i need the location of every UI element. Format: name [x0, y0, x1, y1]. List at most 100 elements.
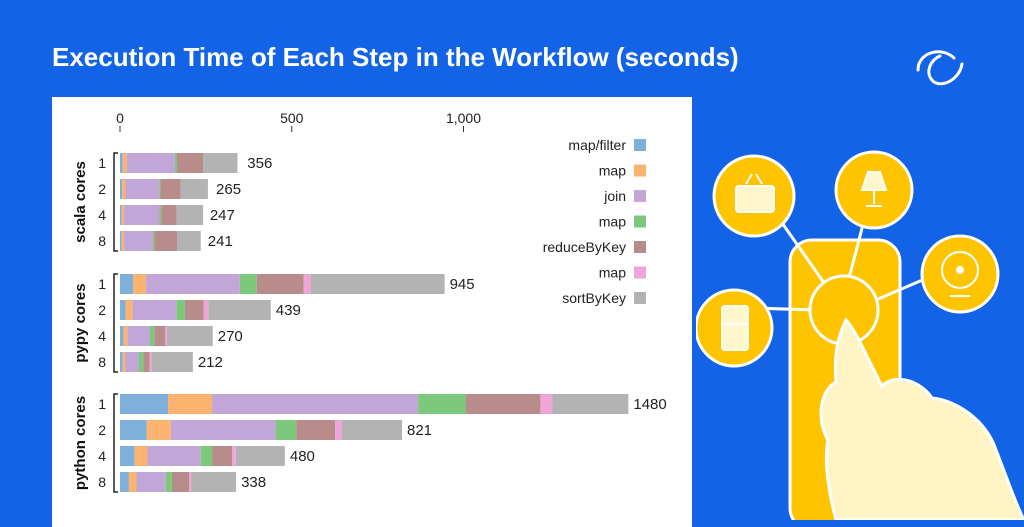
legend-label-6: sortByKey	[562, 290, 626, 306]
group-bracket-0	[113, 152, 118, 252]
bar-2-2-2	[147, 446, 201, 466]
bar-0-3-6	[177, 231, 201, 251]
bar-1-2-6	[167, 326, 213, 346]
bar-2-2-5	[231, 446, 236, 466]
bar-0-3-2	[124, 231, 153, 251]
total-label-2-3: 338	[241, 474, 266, 491]
bar-2-3-1	[128, 472, 137, 492]
bar-1-1-4	[184, 300, 204, 320]
bar-1-1-6	[208, 300, 271, 320]
bar-2-2-0	[120, 446, 135, 466]
bar-1-0-2	[146, 274, 240, 294]
row-label-2-0: 1	[98, 396, 106, 412]
bar-0-3-3	[152, 231, 155, 251]
bar-2-0-3	[418, 394, 466, 414]
bar-2-1-0	[120, 420, 147, 440]
bar-2-0-4	[465, 394, 541, 414]
bar-1-0-5	[303, 274, 311, 294]
total-label-1-1: 439	[276, 302, 301, 319]
row-label-0-3: 8	[98, 233, 106, 249]
total-label-0-3: 241	[208, 233, 233, 250]
bar-2-2-3	[200, 446, 213, 466]
bar-0-2-3	[159, 205, 162, 225]
row-label-2-3: 8	[98, 474, 106, 490]
group-label-1: pypy cores	[72, 283, 89, 362]
bar-2-3-6	[191, 472, 237, 492]
row-label-0-2: 4	[98, 207, 106, 223]
legend-swatch-4	[634, 241, 646, 253]
row-label-0-0: 1	[98, 155, 106, 171]
bar-2-0-0	[120, 394, 169, 414]
bar-1-2-0	[120, 326, 124, 346]
bar-1-0-3	[239, 274, 257, 294]
row-label-1-0: 1	[98, 276, 106, 292]
x-tick-label-2: 1,000	[446, 110, 481, 126]
bar-0-1-3	[159, 179, 161, 199]
bar-2-1-6	[341, 420, 403, 440]
total-label-2-2: 480	[290, 448, 315, 465]
bar-1-0-1	[133, 274, 147, 294]
row-label-1-2: 4	[98, 328, 106, 344]
bar-1-2-2	[127, 326, 150, 346]
legend-swatch-5	[634, 266, 646, 279]
legend-label-3: map	[599, 214, 626, 230]
bar-0-2-6	[176, 205, 204, 225]
total-label-2-0: 1480	[633, 396, 666, 413]
legend-label-5: map	[599, 265, 626, 281]
bar-0-2-2	[124, 205, 160, 225]
bar-0-3-1	[121, 231, 125, 251]
logo-icon	[916, 50, 964, 86]
bar-0-2-1	[121, 205, 125, 225]
bar-1-1-3	[176, 300, 185, 320]
total-label-0-1: 265	[216, 181, 241, 198]
bar-0-1-0	[120, 179, 123, 199]
bar-2-3-3	[165, 472, 172, 492]
bar-1-3-5	[149, 352, 152, 372]
legend-swatch-1	[634, 164, 646, 177]
bar-1-0-4	[256, 274, 304, 294]
total-label-1-3: 212	[198, 354, 223, 371]
bar-2-0-1	[168, 394, 213, 414]
bar-2-3-4	[171, 472, 190, 492]
bar-0-0-3	[174, 153, 178, 173]
bar-0-2-4	[161, 205, 177, 225]
row-label-0-1: 2	[98, 181, 106, 197]
bar-0-1-1	[122, 179, 126, 199]
bar-2-1-5	[335, 420, 342, 440]
bar-1-2-1	[123, 326, 128, 346]
bar-2-2-6	[235, 446, 285, 466]
total-label-1-0: 945	[450, 276, 475, 293]
bar-2-2-1	[134, 446, 148, 466]
group-label-0: scala cores	[72, 161, 89, 243]
smart-home-illustration	[696, 150, 1024, 520]
bar-2-3-5	[189, 472, 192, 492]
legend-label-0: map/filter	[568, 137, 626, 153]
bar-2-0-2	[212, 394, 419, 414]
bar-1-1-5	[203, 300, 209, 320]
x-tick-label-0: 0	[116, 110, 124, 126]
bar-1-1-1	[125, 300, 133, 320]
bar-2-3-0	[120, 472, 129, 492]
bar-0-0-1	[122, 153, 127, 173]
legend-label-2: join	[603, 188, 626, 204]
bar-0-0-2	[126, 153, 175, 173]
bar-0-3-0	[120, 231, 122, 251]
bar-2-2-4	[212, 446, 232, 466]
total-label-0-0: 356	[247, 155, 272, 172]
row-label-1-3: 8	[98, 354, 106, 370]
legend-swatch-3	[634, 215, 646, 228]
bar-2-1-1	[146, 420, 171, 440]
bar-1-1-2	[132, 300, 177, 320]
legend-label-4: reduceByKey	[543, 239, 626, 255]
bar-2-1-3	[275, 420, 297, 440]
bar-1-1-0	[120, 300, 126, 320]
legend-swatch-0	[634, 139, 646, 151]
bar-1-3-1	[122, 352, 126, 372]
bar-0-0-6	[203, 153, 238, 173]
page-title: Execution Time of Each Step in the Workf…	[52, 42, 739, 72]
bar-1-3-4	[143, 352, 150, 372]
bar-0-2-0	[120, 205, 122, 225]
bar-0-1-4	[160, 179, 181, 199]
